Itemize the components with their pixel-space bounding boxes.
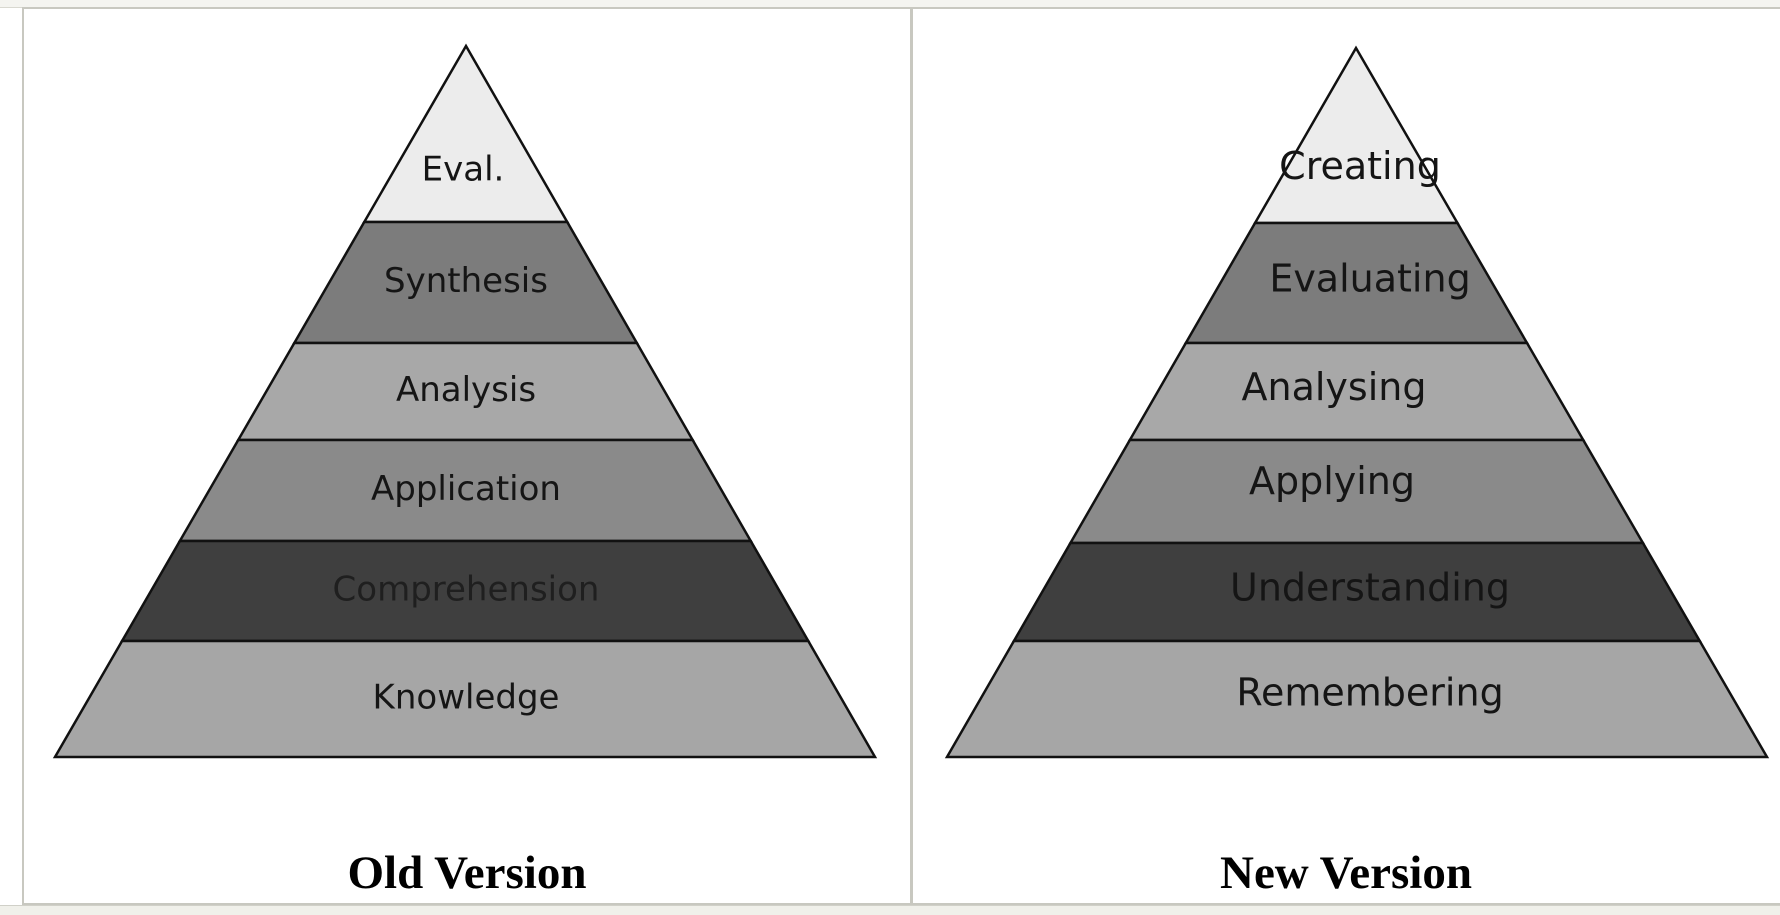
pyramid-level-label: Synthesis (384, 261, 548, 301)
pyramid-level-label: Evaluating (1269, 257, 1470, 301)
pyramid-level-label: Comprehension (333, 570, 600, 610)
table-bottom-border (0, 905, 1780, 915)
old-version-caption: Old Version (347, 847, 587, 899)
pyramid-level-new-1 (1252, 45, 1460, 225)
new-version-caption: New Version (1220, 847, 1472, 899)
pyramid-level-label: Eval. (422, 150, 505, 190)
pyramid-level-label: Understanding (1230, 566, 1510, 610)
pyramid-level-label: Application (371, 469, 561, 509)
pyramid-level-label: Applying (1249, 459, 1415, 503)
pyramid-level-new-6 (944, 639, 1770, 759)
pyramid-level-label: Creating (1279, 144, 1441, 188)
pyramid-level-label: Analysing (1242, 365, 1427, 409)
pyramid-level-label: Remembering (1236, 671, 1503, 715)
pyramid-level-label: Analysis (396, 370, 536, 410)
pyramid-level-label: Knowledge (373, 678, 560, 718)
pyramid-level-old-6 (52, 639, 878, 759)
